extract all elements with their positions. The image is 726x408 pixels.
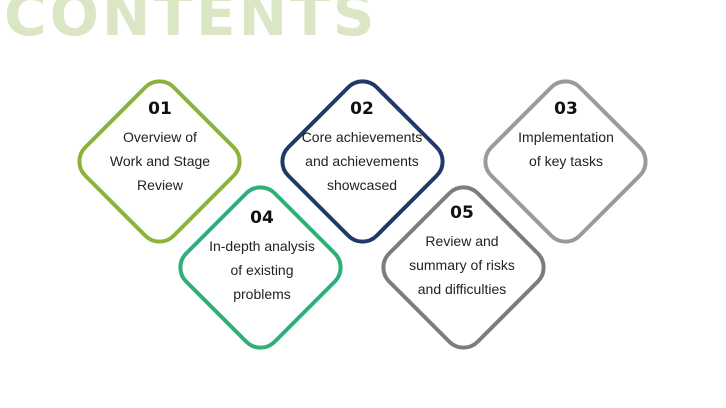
item-01: 01 Overview of Work and Stage Review bbox=[70, 99, 250, 197]
item-number: 03 bbox=[554, 99, 578, 119]
item-text: Core achievements and achievements showc… bbox=[301, 129, 423, 193]
item-04: 04 In-depth analysis of existing problem… bbox=[172, 208, 352, 306]
item-number: 04 bbox=[250, 208, 274, 228]
item-number: 01 bbox=[148, 99, 172, 119]
item-text: Implementation of key tasks bbox=[518, 129, 614, 169]
item-number: 02 bbox=[350, 99, 374, 119]
item-text: In-depth analysis of existing problems bbox=[209, 238, 315, 302]
item-05: 05 Review and summary of risks and diffi… bbox=[372, 203, 552, 301]
page-title: CONTENTS bbox=[4, 0, 378, 49]
item-03: 03 Implementation of key tasks bbox=[476, 99, 656, 173]
item-text: Review and summary of risks and difficul… bbox=[409, 233, 515, 297]
item-02: 02 Core achievements and achievements sh… bbox=[272, 99, 452, 197]
item-number: 05 bbox=[450, 203, 474, 223]
item-text: Overview of Work and Stage Review bbox=[109, 129, 211, 193]
